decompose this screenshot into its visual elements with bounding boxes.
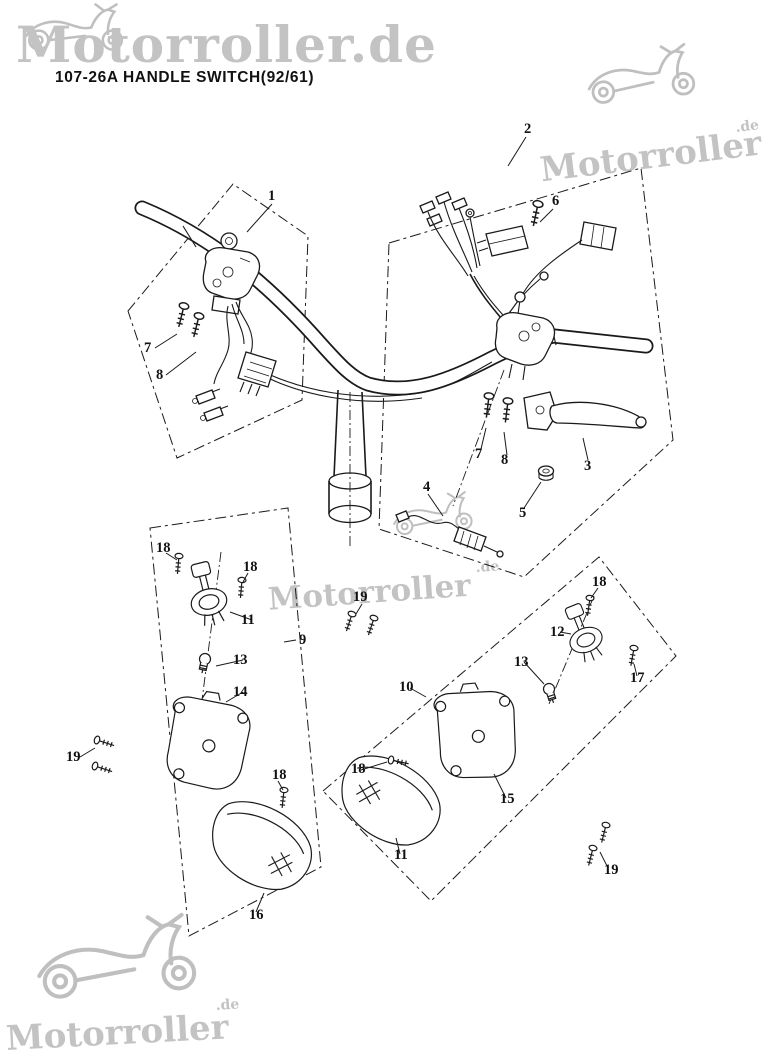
part-label-18: 18: [243, 559, 258, 575]
part-label-5: 5: [519, 505, 526, 521]
part-1-left-switch-assembly: [173, 232, 277, 422]
screw-19: [584, 843, 599, 868]
housing-15: [428, 675, 526, 786]
watermark-right: Motorroller: [538, 123, 765, 190]
brake-lever: [549, 401, 646, 429]
watermark-top: Motorroller.de: [16, 15, 437, 74]
part-2-right-switch-assembly: [419, 191, 647, 481]
part-label-11: 11: [241, 612, 255, 628]
part-label-7: 7: [144, 340, 151, 356]
part-label-11: 11: [394, 847, 408, 863]
screw-18: [277, 786, 289, 809]
part-labels: 1 2 6 7 8 3 7 8 5 4 18 18 11 9 13 14 19 …: [66, 121, 645, 923]
boundary-part-2: [378, 167, 674, 578]
part-label-7: 7: [475, 446, 482, 462]
part-4-cable: [395, 510, 504, 558]
axis-centerlines: [200, 369, 595, 709]
ignition-switch-11: [181, 558, 233, 631]
part-label-8: 8: [156, 367, 163, 383]
part-label-16: 16: [249, 907, 264, 923]
part-label-9: 9: [299, 632, 306, 648]
part-label-3: 3: [584, 458, 591, 474]
part-label-2: 2: [524, 121, 531, 137]
part-label-15: 15: [500, 791, 515, 807]
part-label-1: 1: [268, 188, 275, 204]
watermark-de: .de: [475, 558, 500, 576]
scooter-logo-icon: [584, 42, 697, 106]
part-label-6: 6: [552, 193, 559, 209]
page-title: 107-26A HANDLE SWITCH(92/61): [55, 69, 314, 86]
watermark-de: .de: [215, 996, 240, 1014]
part-label-4: 4: [423, 479, 430, 495]
boundary-part-9: [149, 507, 322, 937]
screw-19: [364, 613, 380, 637]
part-label-18: 18: [351, 761, 366, 777]
screw-19: [342, 609, 358, 633]
part-label-19: 19: [604, 862, 619, 878]
cover-16: [195, 785, 326, 906]
screw-8-left: [188, 311, 206, 339]
screw-8-right: [499, 396, 514, 424]
bulb-13: [196, 651, 213, 675]
part-label-18: 18: [592, 574, 607, 590]
part-label-13: 13: [233, 652, 248, 668]
part-label-14: 14: [233, 684, 248, 700]
screw-6: [527, 199, 545, 228]
watermark-layer: Motorroller.de .de Motorroller .de Motor…: [5, 3, 765, 1050]
part-label-18: 18: [272, 767, 287, 783]
screw-19: [92, 734, 116, 750]
boundary-part-10: [322, 556, 677, 902]
part-label-12: 12: [550, 624, 565, 640]
housing-14: [164, 688, 253, 792]
watermark-bottom: Motorroller: [5, 1007, 230, 1050]
part-label-19: 19: [66, 749, 81, 765]
screw-18: [235, 576, 247, 599]
part-label-19: 19: [353, 589, 368, 605]
screw-7-left: [173, 301, 191, 329]
screw-19: [90, 760, 114, 776]
lever-bracket: [523, 391, 558, 431]
scooter-logo-icon: [36, 914, 195, 998]
part-label-8: 8: [501, 452, 508, 468]
nut-5: [537, 465, 555, 477]
screw-18: [582, 594, 595, 617]
part-label-13: 13: [514, 654, 529, 670]
part-label-17: 17: [630, 670, 645, 686]
watermark-de: .de: [735, 117, 760, 136]
screw-17: [626, 644, 639, 668]
part-label-10: 10: [399, 679, 414, 695]
screw-7-right: [480, 391, 495, 419]
group-10-ignition-right: [323, 594, 639, 868]
screw-19: [597, 820, 612, 845]
leader-lines: [79, 136, 638, 913]
screw-18: [172, 552, 184, 575]
part-label-18: 18: [156, 540, 171, 556]
